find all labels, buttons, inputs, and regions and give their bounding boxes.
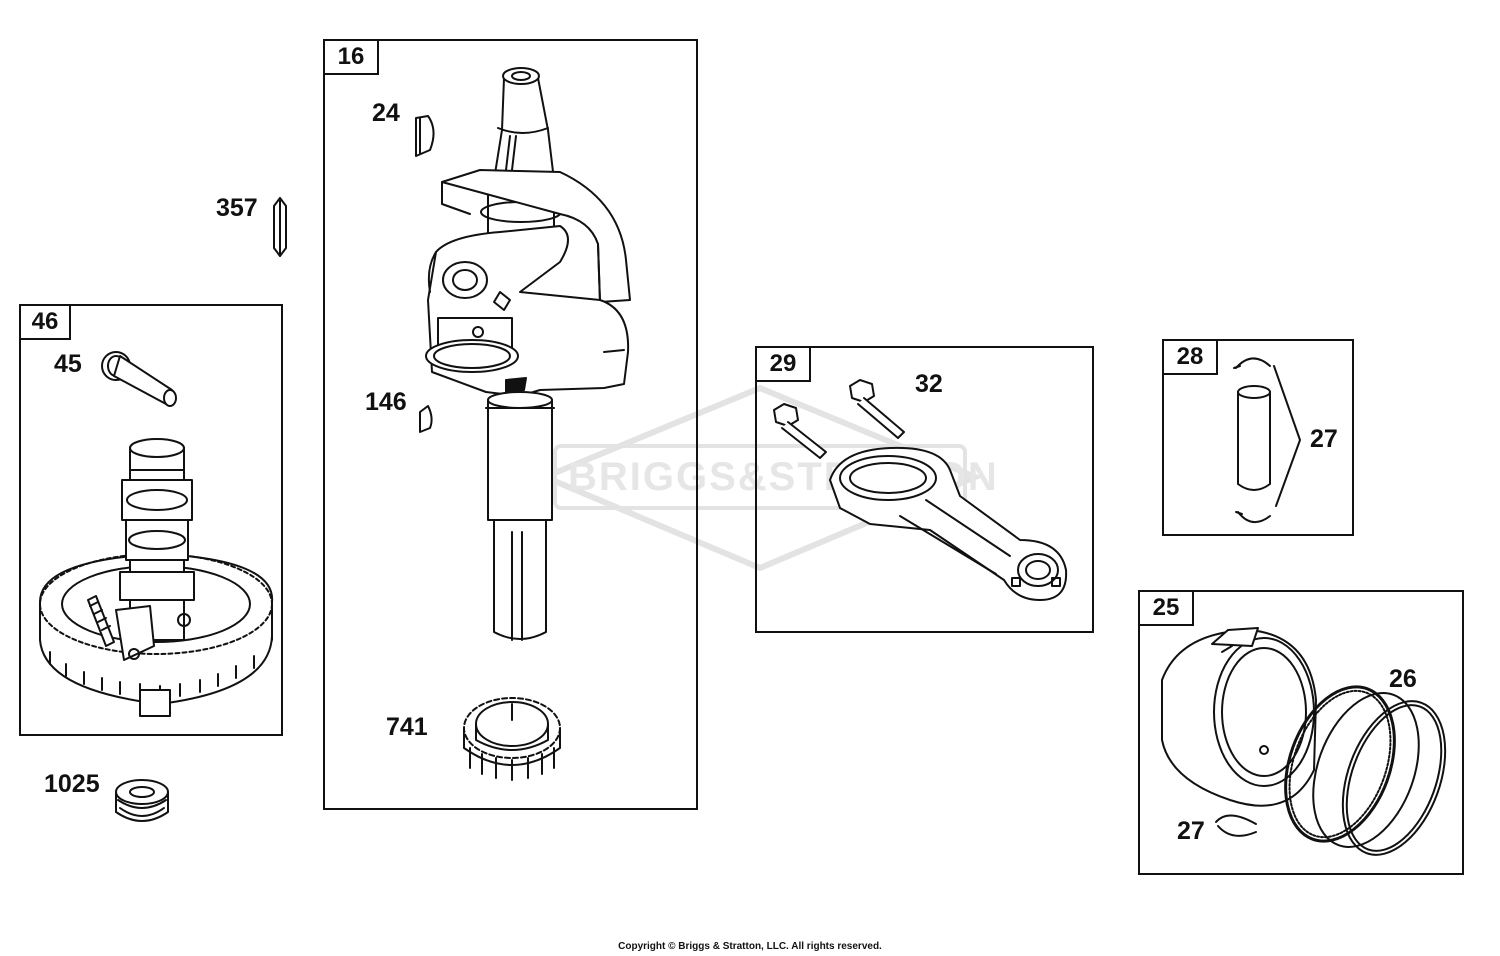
group-badge-16: 16 [323, 39, 379, 75]
group-badge-28: 28 [1162, 339, 1218, 375]
piston-pin-drawing [1233, 357, 1301, 523]
connecting-rod-drawing [829, 446, 1068, 601]
group-box-25: 25 [1138, 590, 1464, 875]
group-box-16: 16 [323, 39, 698, 810]
clip-27-drawing [1215, 814, 1257, 837]
washer-1025-drawing [115, 779, 169, 822]
pin-357-drawing [273, 197, 287, 257]
key-146-drawing [419, 405, 433, 433]
timing-gear-drawing [463, 697, 561, 781]
group-box-29: 29 [755, 346, 1094, 633]
group-badge-29: 29 [755, 346, 811, 382]
callout-741: 741 [386, 713, 428, 741]
callout-45: 45 [54, 350, 82, 378]
rod-bolts-drawing [773, 379, 905, 459]
callout-27-lower: 27 [1177, 817, 1205, 845]
crankshaft-drawing [425, 67, 631, 641]
callout-1025: 1025 [44, 770, 100, 798]
callout-26: 26 [1389, 665, 1417, 693]
piston-drawing [1161, 627, 1317, 807]
callout-146: 146 [365, 388, 407, 416]
group-box-28: 28 [1162, 339, 1354, 536]
camshaft-drawing [39, 438, 274, 717]
piston-rings-drawing [1284, 685, 1447, 856]
callout-357: 357 [216, 194, 258, 222]
group-badge-25: 25 [1138, 590, 1194, 626]
callout-27-upper: 27 [1310, 425, 1338, 453]
key-24-drawing [415, 115, 435, 157]
group-box-46: 46 [19, 304, 283, 736]
copyright-footer: Copyright © Briggs & Stratton, LLC. All … [618, 941, 882, 952]
group-badge-46: 46 [19, 304, 71, 340]
callout-24: 24 [372, 99, 400, 127]
callout-32: 32 [915, 370, 943, 398]
valve-lifter-drawing [101, 351, 177, 407]
